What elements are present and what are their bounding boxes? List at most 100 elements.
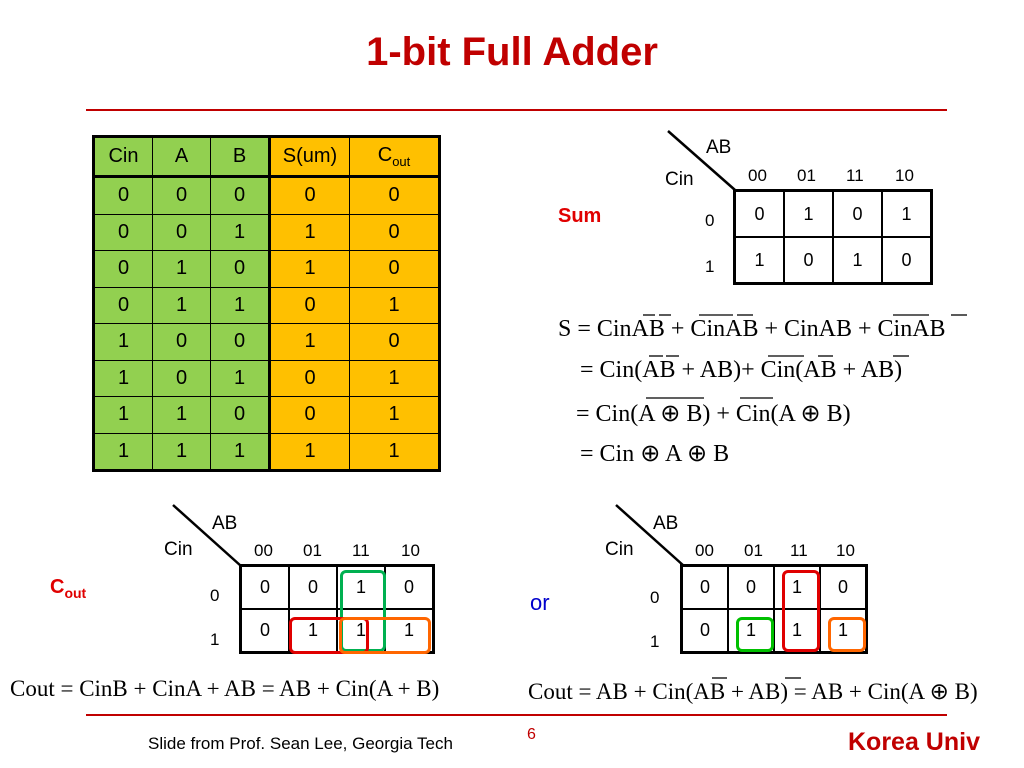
truth-table-cell: 1	[210, 359, 270, 397]
kmap-cell: 1	[881, 189, 933, 238]
loop-orange-right	[828, 617, 866, 652]
kmap-cell: 1	[384, 608, 435, 654]
kmap-cell: 0	[783, 236, 834, 285]
truth-table-cell: 0	[268, 359, 350, 397]
truth-table-cell: 0	[152, 213, 211, 251]
kmap-cout-right-cin-label: Cin	[605, 539, 634, 560]
kmap-sum-col-11: 11	[846, 166, 864, 185]
truth-table-cell: 0	[152, 359, 211, 397]
kmap-cell: 0	[384, 564, 435, 610]
header-cin: Cin	[93, 136, 153, 178]
truth-table-cell: 0	[93, 213, 153, 251]
truth-table-cell: 0	[152, 323, 211, 361]
cout-equation-left: Cout = CinB + CinA + AB = AB + Cin(A + B…	[10, 676, 440, 701]
kmap-cell: 0	[288, 564, 338, 610]
kmap-cell: 1	[733, 236, 785, 285]
sum-equation-line1: S = CinAB + CinAB + CinAB + CinAB	[558, 316, 946, 342]
header-cout: Cout	[349, 136, 440, 178]
truth-table-cell: 1	[210, 213, 270, 251]
kmap-cout-right-col-10: 10	[836, 541, 855, 560]
kmap-cell: 0	[881, 236, 933, 285]
truth-table-cell: 1	[210, 432, 270, 471]
kmap-cout-left-row-0: 0	[210, 586, 220, 605]
kmap-cell: 0	[832, 189, 883, 238]
truth-table-cell: 0	[210, 396, 270, 434]
kmap-cell: 0	[239, 608, 290, 654]
kmap-sum-ab-label: AB	[706, 137, 732, 158]
kmap-sum-row-0: 0	[705, 211, 715, 230]
truth-table-cell: 1	[268, 432, 350, 471]
kmap-cout-right-row-1: 1	[650, 632, 660, 651]
kmap-cell: 0	[733, 189, 785, 238]
kmap-cout-right-col-00: 00	[695, 541, 714, 560]
truth-table-cell: 0	[93, 286, 153, 324]
sum-equation-line3: = Cin(A ⊕ B) + Cin(A ⊕ B)	[576, 401, 851, 427]
truth-table-cell: 1	[349, 396, 440, 434]
truth-table-cell: 1	[93, 396, 153, 434]
truth-table-cell: 0	[268, 176, 350, 215]
kmap-cout-right-ab-label: AB	[653, 513, 679, 534]
title-divider	[86, 109, 947, 111]
sum-equation-line4: = Cin ⊕ A ⊕ B	[580, 441, 730, 467]
kmap-cell: 1	[783, 189, 834, 238]
truth-table-cell: 0	[210, 323, 270, 361]
truth-table-cell: 0	[210, 250, 270, 288]
truth-table-cell: 0	[349, 176, 440, 215]
loop-red-right	[782, 570, 820, 652]
truth-table-cell: 1	[93, 323, 153, 361]
kmap-cell: 0	[680, 608, 729, 654]
kmap-cell: 0	[819, 564, 868, 610]
header-a: A	[152, 136, 211, 178]
kmap-cout-right-row-0: 0	[650, 588, 660, 607]
kmap-cout-left-col-11: 11	[352, 541, 370, 560]
loop-orange-left	[339, 617, 431, 654]
truth-table-cell: 1	[268, 213, 350, 251]
truth-table-cell: 0	[268, 286, 350, 324]
sum-label: Sum	[558, 205, 602, 227]
truth-table-cell: 1	[152, 432, 211, 471]
truth-table-cell: 1	[349, 286, 440, 324]
cout-equation-right: Cout = AB + Cin(AB + AB) = AB + Cin(A ⊕ …	[528, 679, 978, 704]
footer-credit: Slide from Prof. Sean Lee, Georgia Tech	[148, 734, 453, 753]
truth-table-cell: 0	[349, 213, 440, 251]
truth-table-cell: 1	[152, 396, 211, 434]
kmap-cout-left-cin-label: Cin	[164, 539, 193, 560]
page-number: 6	[527, 726, 536, 743]
header-b: B	[210, 136, 270, 178]
truth-table-cell: 0	[268, 396, 350, 434]
header-sum: S(um)	[268, 136, 350, 178]
cout-label: Cout	[50, 576, 87, 601]
kmap-cout-right-col-11: 11	[790, 541, 808, 560]
cout-right-overbars	[712, 677, 801, 679]
kmap-cout-left-ab-label: AB	[212, 513, 238, 534]
kmap-cout-right-col-01: 01	[744, 541, 763, 560]
kmap-cell: 0	[239, 564, 290, 610]
kmap-cout-left-col-00: 00	[254, 541, 273, 560]
truth-table-cell: 1	[210, 286, 270, 324]
truth-table-cell: 0	[349, 323, 440, 361]
loop-red-left	[289, 617, 369, 654]
kmap-sum-cin-label: Cin	[665, 169, 694, 190]
loop-green-right	[736, 617, 774, 652]
kmap-cout-left-row-1: 1	[210, 630, 220, 649]
truth-table-cell: 1	[349, 359, 440, 397]
sum-overbars	[643, 314, 967, 399]
truth-table-cell: 0	[210, 176, 270, 215]
truth-table-cell: 1	[93, 359, 153, 397]
truth-table-cell: 1	[349, 432, 440, 471]
kmap-sum-col-01: 01	[797, 166, 816, 185]
kmap-cout-left-col-01: 01	[303, 541, 322, 560]
